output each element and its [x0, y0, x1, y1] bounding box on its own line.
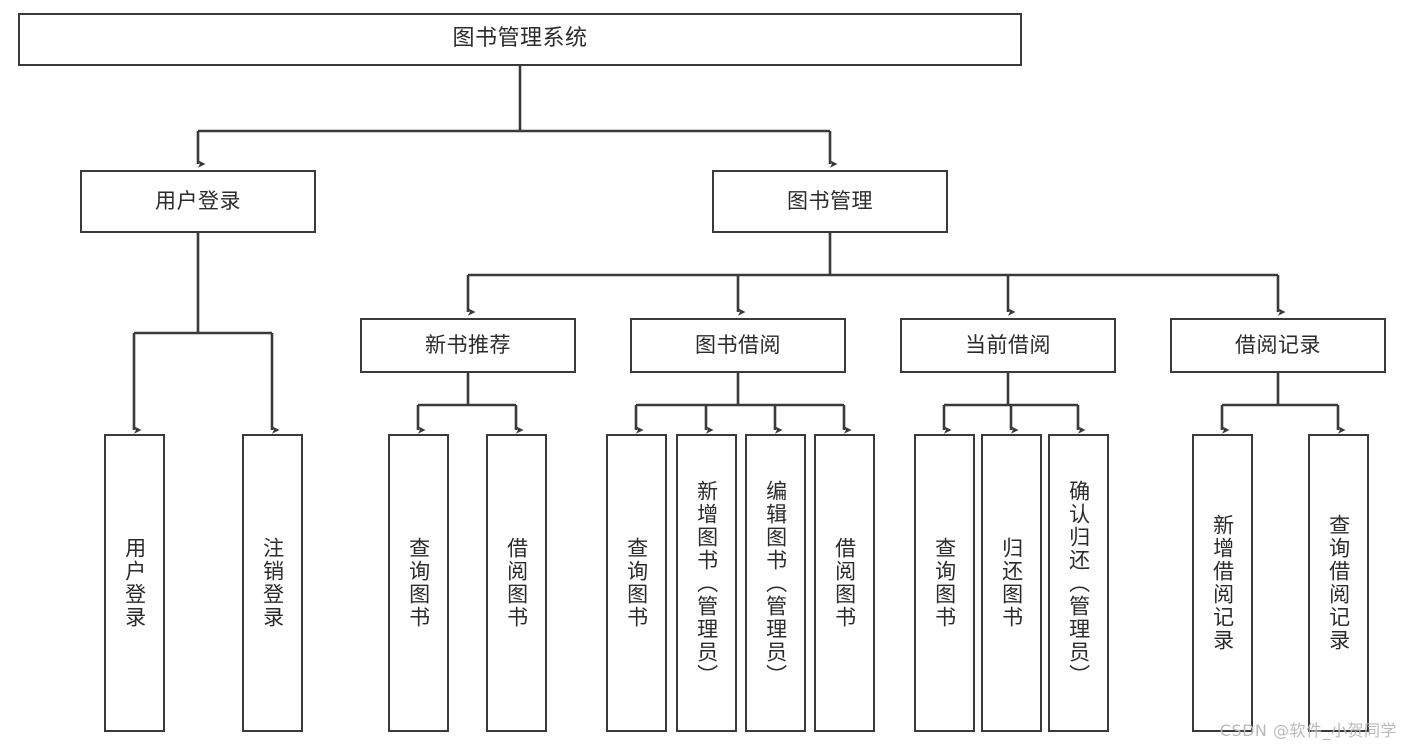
node-borrow-record[interactable]: 借阅记录 [1170, 318, 1386, 373]
node-leaf-user-logout[interactable]: 注销登录 [242, 434, 303, 732]
node-leaf-query-book-3[interactable]: 查询图书 [914, 434, 975, 732]
node-leaf-query-record[interactable]: 查询借阅记录 [1308, 434, 1369, 732]
node-book-manage[interactable]: 图书管理 [712, 170, 948, 233]
node-leaf-confirm-return[interactable]: 确认归还（管理员） [1048, 434, 1109, 732]
node-leaf-user-login[interactable]: 用户登录 [104, 434, 165, 732]
node-book-borrow[interactable]: 图书借阅 [630, 318, 846, 373]
csdn-watermark: CSDN @软件_小贺同学 [1219, 721, 1397, 740]
node-current-borrow[interactable]: 当前借阅 [900, 318, 1116, 373]
node-leaf-return-book[interactable]: 归还图书 [981, 434, 1042, 732]
node-leaf-add-record[interactable]: 新增借阅记录 [1192, 434, 1253, 732]
node-leaf-query-book-2[interactable]: 查询图书 [606, 434, 667, 732]
node-leaf-add-book[interactable]: 新增图书（管理员） [676, 434, 737, 732]
node-new-book-recommend[interactable]: 新书推荐 [360, 318, 576, 373]
node-root[interactable]: 图书管理系统 [18, 13, 1022, 66]
node-leaf-edit-book[interactable]: 编辑图书（管理员） [745, 434, 806, 732]
node-leaf-query-book-1[interactable]: 查询图书 [388, 434, 449, 732]
node-user-login[interactable]: 用户登录 [80, 170, 316, 233]
node-leaf-borrow-book-1[interactable]: 借阅图书 [486, 434, 547, 732]
node-leaf-borrow-book-2[interactable]: 借阅图书 [814, 434, 875, 732]
